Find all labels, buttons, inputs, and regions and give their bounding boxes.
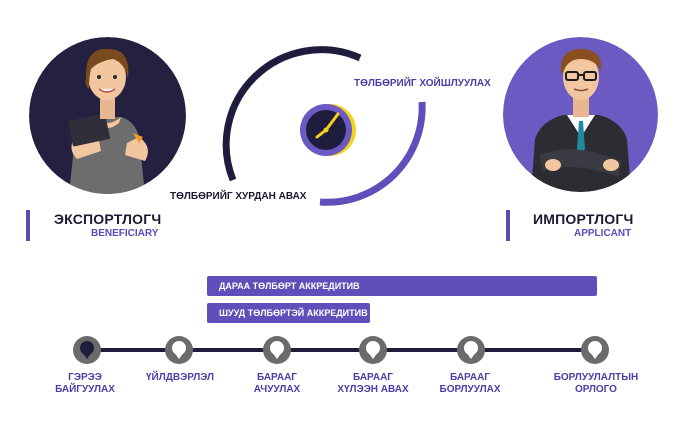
payment-cycle-diagram <box>222 46 426 206</box>
map-pin-icon <box>457 336 485 364</box>
importer-accent-bar <box>506 210 510 241</box>
sight-payment-lc-bar: ШУУД ТӨЛБӨРТЭЙ АККРЕДИТИВ <box>207 303 370 323</box>
timeline-step-label: БОРЛУУЛАЛТЫН ОРЛОГО <box>553 372 639 395</box>
timeline-line <box>85 348 595 352</box>
timeline-step-label: БАРААГ ХҮЛЭЭН АВАХ <box>337 372 409 395</box>
exporter-title: ЭКСПОРТЛОГЧ <box>54 211 162 227</box>
timeline-node <box>164 335 194 365</box>
timeline-step-label: ГЭРЭЭ БАЙГУУЛАХ <box>55 372 115 395</box>
exporter-accent-bar <box>26 210 30 241</box>
clock-icon <box>300 104 356 156</box>
exporter-subtitle: BENEFICIARY <box>91 228 159 239</box>
businesswoman-illustration <box>29 37 186 194</box>
timeline-node <box>262 335 292 365</box>
process-timeline <box>60 330 620 370</box>
deferred-payment-lc-bar: ДАРАА ТӨЛБӨРТ АККРЕДИТИВ <box>207 276 597 296</box>
fast-payment-arc <box>222 46 362 182</box>
importer-subtitle: APPLICANT <box>574 228 632 239</box>
importer-title: ИМПОРТЛОГЧ <box>533 211 634 227</box>
deferred-payment-arc <box>319 101 426 206</box>
map-pin-icon <box>73 336 101 364</box>
exporter-avatar <box>29 37 186 194</box>
map-pin-icon <box>581 336 609 364</box>
map-pin-icon <box>359 336 387 364</box>
defer-payment-label: ТӨЛБӨРИЙГ ХОЙШЛУУЛАХ <box>354 78 491 89</box>
timeline-step-label: БАРААГ АЧУУЛАХ <box>253 372 301 395</box>
timeline-step-label: БАРААГ БОРЛУУЛАХ <box>439 372 501 395</box>
map-pin-icon <box>263 336 291 364</box>
timeline-node <box>72 335 102 365</box>
map-pin-icon <box>165 336 193 364</box>
fast-payment-label: ТӨЛБӨРИЙГ ХУРДАН АВАХ <box>170 191 307 202</box>
timeline-node <box>358 335 388 365</box>
businessman-illustration <box>503 37 658 192</box>
timeline-step-label: ҮЙЛДВЭРЛЭЛ <box>145 372 215 383</box>
importer-avatar <box>503 37 658 192</box>
timeline-node <box>580 335 610 365</box>
timeline-node <box>456 335 486 365</box>
